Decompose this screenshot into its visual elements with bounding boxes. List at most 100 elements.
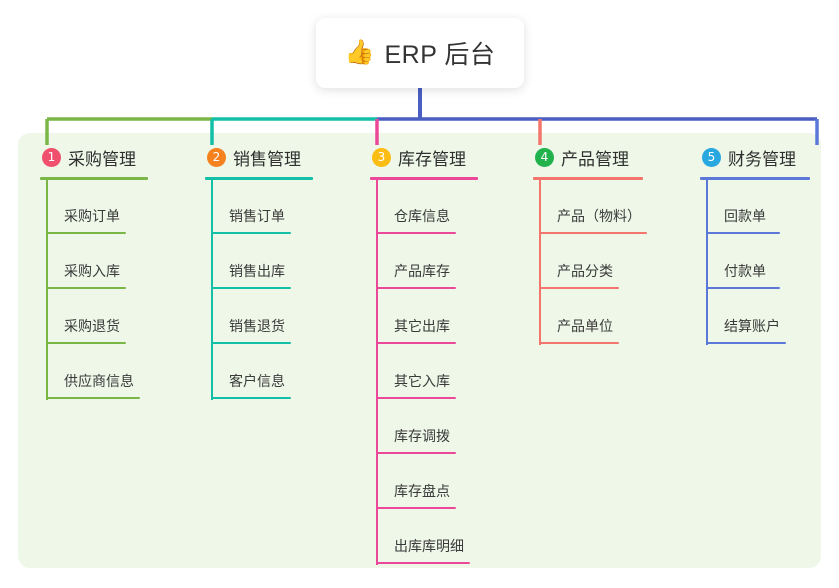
branch-spine-3 — [376, 180, 378, 565]
branch-title-3: 库存管理 — [398, 149, 466, 169]
branch-item[interactable]: 产品分类 — [533, 235, 643, 290]
branch-item-underline — [46, 287, 126, 289]
branch-item[interactable]: 结算账户 — [700, 290, 810, 345]
branch-column-3: 3 库存管理仓库信息产品库存其它出库其它入库库存调拨库存盘点出库库明细 — [370, 144, 478, 565]
branch-items-2: 销售订单销售出库销售退货客户信息 — [205, 180, 313, 400]
branch-item-underline — [376, 397, 456, 399]
branch-item[interactable]: 客户信息 — [205, 345, 313, 400]
branch-item-label: 其它入库 — [394, 373, 450, 389]
branch-item-label: 采购订单 — [64, 208, 120, 224]
branch-item-label: 采购入库 — [64, 263, 120, 279]
branch-spine-2 — [211, 180, 213, 400]
branch-item[interactable]: 其它入库 — [370, 345, 478, 400]
branch-item[interactable]: 产品单位 — [533, 290, 643, 345]
branch-item-underline — [539, 287, 619, 289]
branch-item-label: 产品（物料） — [557, 208, 641, 224]
branch-title-4: 产品管理 — [561, 149, 629, 169]
branch-badge-3: 3 — [372, 147, 391, 167]
branch-items-5: 回款单付款单结算账户 — [700, 180, 810, 345]
branch-item-label: 产品单位 — [557, 318, 613, 334]
branch-item-underline — [376, 507, 456, 509]
branch-item-underline — [211, 397, 291, 399]
branch-item-label: 销售订单 — [229, 208, 285, 224]
branch-item-label: 回款单 — [724, 208, 766, 224]
branch-item-label: 产品库存 — [394, 263, 450, 279]
branch-item-label: 销售退货 — [229, 318, 285, 334]
root-node-title: ERP 后台 — [384, 41, 496, 69]
branch-item-label: 付款单 — [724, 263, 766, 279]
branch-title-2: 销售管理 — [233, 149, 301, 169]
branch-item-label: 供应商信息 — [64, 373, 134, 389]
branch-item[interactable]: 出库库明细 — [370, 510, 478, 565]
branch-item-label: 客户信息 — [229, 373, 285, 389]
branch-item-label: 产品分类 — [557, 263, 613, 279]
branch-underline-1 — [40, 177, 148, 180]
branch-badge-5: 5 — [702, 147, 721, 167]
branch-item[interactable]: 库存调拨 — [370, 400, 478, 455]
branch-spine-5 — [706, 180, 708, 345]
branch-item[interactable]: 采购退货 — [40, 290, 148, 345]
branch-underline-3 — [370, 177, 478, 180]
branch-item-underline — [46, 232, 126, 234]
branch-spine-4 — [539, 180, 541, 345]
branch-item[interactable]: 付款单 — [700, 235, 810, 290]
branch-item[interactable]: 仓库信息 — [370, 180, 478, 235]
branch-item-label: 采购退货 — [64, 318, 120, 334]
branch-items-1: 采购订单采购入库采购退货供应商信息 — [40, 180, 148, 400]
branch-item-label: 结算账户 — [724, 318, 780, 334]
branch-item-underline — [376, 287, 456, 289]
branch-item[interactable]: 销售订单 — [205, 180, 313, 235]
branch-item-label: 库存盘点 — [394, 483, 450, 499]
branch-header-3[interactable]: 3 库存管理 — [370, 144, 478, 170]
branch-item[interactable]: 其它出库 — [370, 290, 478, 345]
branch-underline-5 — [700, 177, 810, 180]
root-node-content: 👍 ERP 后台 — [345, 35, 496, 71]
branch-header-2[interactable]: 2 销售管理 — [205, 144, 313, 170]
branch-item[interactable]: 销售退货 — [205, 290, 313, 345]
branch-item-underline — [706, 287, 780, 289]
branch-item-underline — [211, 232, 291, 234]
branch-item-underline — [706, 342, 786, 344]
branch-item-label: 其它出库 — [394, 318, 450, 334]
branch-item[interactable]: 库存盘点 — [370, 455, 478, 510]
branch-item-underline — [46, 342, 126, 344]
thumbs-up-emoji: 👍 — [344, 39, 375, 66]
branch-item[interactable]: 产品库存 — [370, 235, 478, 290]
branch-item[interactable]: 回款单 — [700, 180, 810, 235]
branch-column-2: 2 销售管理销售订单销售出库销售退货客户信息 — [205, 144, 313, 400]
branch-badge-1: 1 — [42, 147, 61, 167]
branch-items-3: 仓库信息产品库存其它出库其它入库库存调拨库存盘点出库库明细 — [370, 180, 478, 565]
branch-item-label: 出库库明细 — [394, 538, 464, 554]
branch-item-underline — [211, 342, 291, 344]
branch-item-underline — [46, 397, 140, 399]
branch-item[interactable]: 销售出库 — [205, 235, 313, 290]
branches-panel — [18, 133, 821, 568]
branch-item[interactable]: 采购入库 — [40, 235, 148, 290]
branch-badge-2: 2 — [207, 147, 226, 167]
root-node[interactable]: 👍 ERP 后台 — [316, 18, 524, 88]
branch-item[interactable]: 采购订单 — [40, 180, 148, 235]
branch-item-underline — [539, 232, 647, 234]
branch-underline-2 — [205, 177, 313, 180]
branch-item-underline — [706, 232, 780, 234]
branch-header-5[interactable]: 5 财务管理 — [700, 144, 810, 170]
branch-items-4: 产品（物料） 产品分类产品单位 — [533, 180, 647, 345]
branch-item-underline — [539, 342, 619, 344]
branch-underline-4 — [533, 177, 643, 180]
branch-title-5: 财务管理 — [728, 149, 796, 169]
branch-spine-1 — [46, 180, 48, 400]
branch-item-label: 销售出库 — [229, 263, 285, 279]
branch-item-underline — [376, 342, 456, 344]
branch-item[interactable]: 供应商信息 — [40, 345, 148, 400]
branch-item[interactable]: 产品（物料） — [533, 180, 647, 235]
branch-item-label: 仓库信息 — [394, 208, 450, 224]
branch-item-underline — [211, 287, 291, 289]
branch-item-underline — [376, 562, 470, 564]
branch-item-underline — [376, 232, 456, 234]
